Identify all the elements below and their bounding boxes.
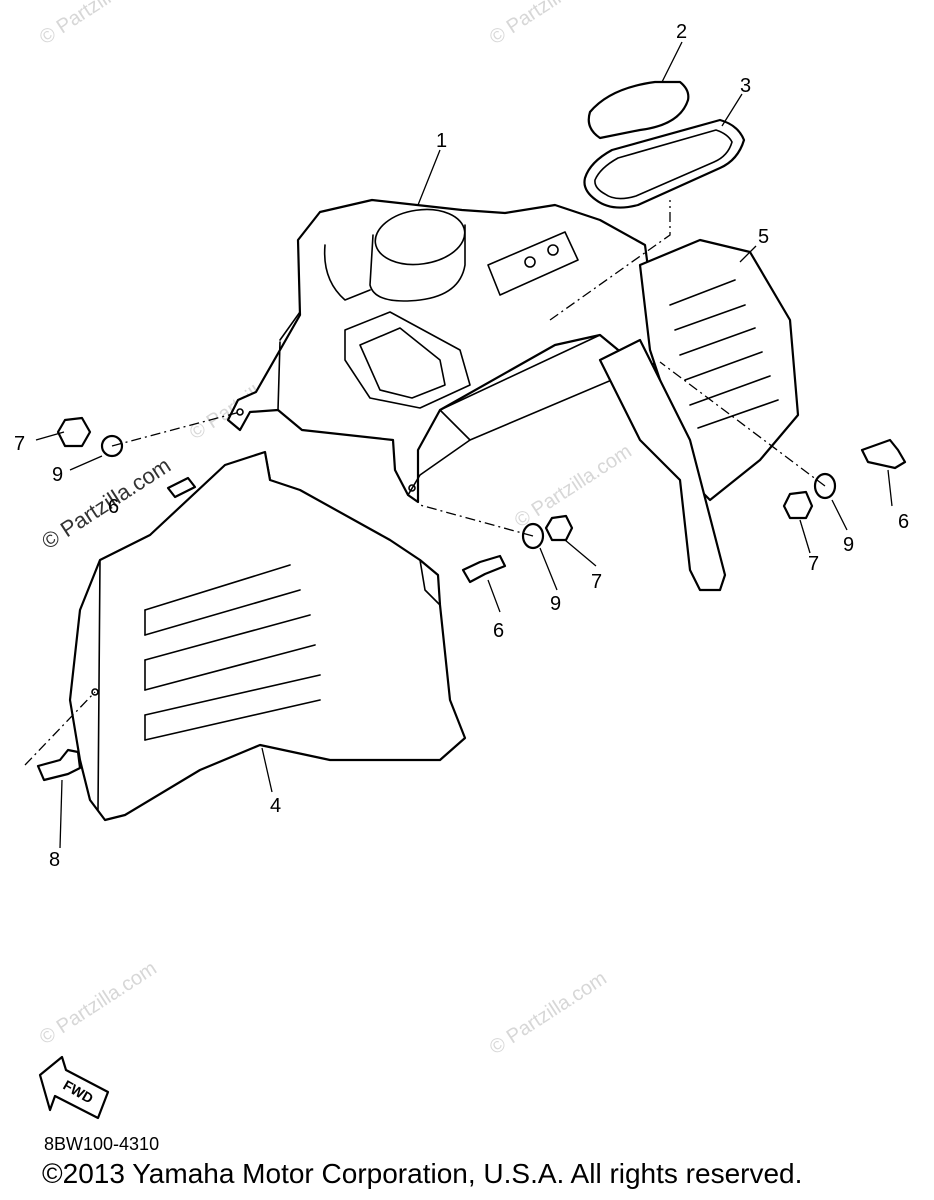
part-5-right-panel: [598, 238, 800, 592]
watermark: © Partzilla.com: [511, 440, 636, 532]
leader-lines: [35, 41, 893, 849]
copyright-notice: ©2013 Yamaha Motor Corporation, U.S.A. A…: [42, 1158, 803, 1189]
callout-9: 9: [843, 534, 854, 556]
callout-5: 5: [758, 226, 769, 248]
screw-8: [36, 748, 82, 782]
watermark: © Partzilla.com: [36, 0, 161, 49]
callout-2: 2: [676, 21, 687, 43]
bolt-6-mid: [461, 554, 507, 584]
bolt-6-right: [860, 438, 907, 470]
callout-6: 6: [108, 496, 119, 518]
callout-8: 8: [49, 849, 60, 871]
part-4-left-panel: [68, 450, 467, 822]
callout-4: 4: [270, 795, 281, 817]
part-3-gasket: [583, 118, 746, 209]
callout-6: 6: [898, 511, 909, 533]
part-2-lid: [587, 80, 690, 140]
callout-9: 9: [52, 464, 63, 486]
callout-3: 3: [740, 75, 751, 97]
watermark: © Partzilla.com: [486, 967, 611, 1059]
callout-1: 1: [436, 130, 447, 152]
watermark: © Partzilla.com: [486, 0, 611, 49]
nut-7-right: [782, 490, 814, 520]
diagram-code: 8BW100-4310: [44, 1134, 160, 1154]
nut-7-mid: [544, 514, 574, 542]
callouts: 1 2 3 4 5 6 6 6 7 7 7 8 9 9 9: [14, 21, 909, 871]
callout-7: 7: [14, 433, 25, 455]
bolt-6-left: [166, 476, 197, 499]
fasteners: [36, 416, 907, 782]
fwd-arrow-icon: FWD: [38, 1055, 110, 1120]
callout-6: 6: [493, 620, 504, 642]
callout-7: 7: [591, 571, 602, 593]
nut-7-left: [56, 416, 92, 448]
alignment-lines: [24, 200, 826, 766]
watermark: © Partzilla.com: [36, 957, 161, 1049]
callout-7: 7: [808, 553, 819, 575]
callout-9: 9: [550, 593, 561, 615]
